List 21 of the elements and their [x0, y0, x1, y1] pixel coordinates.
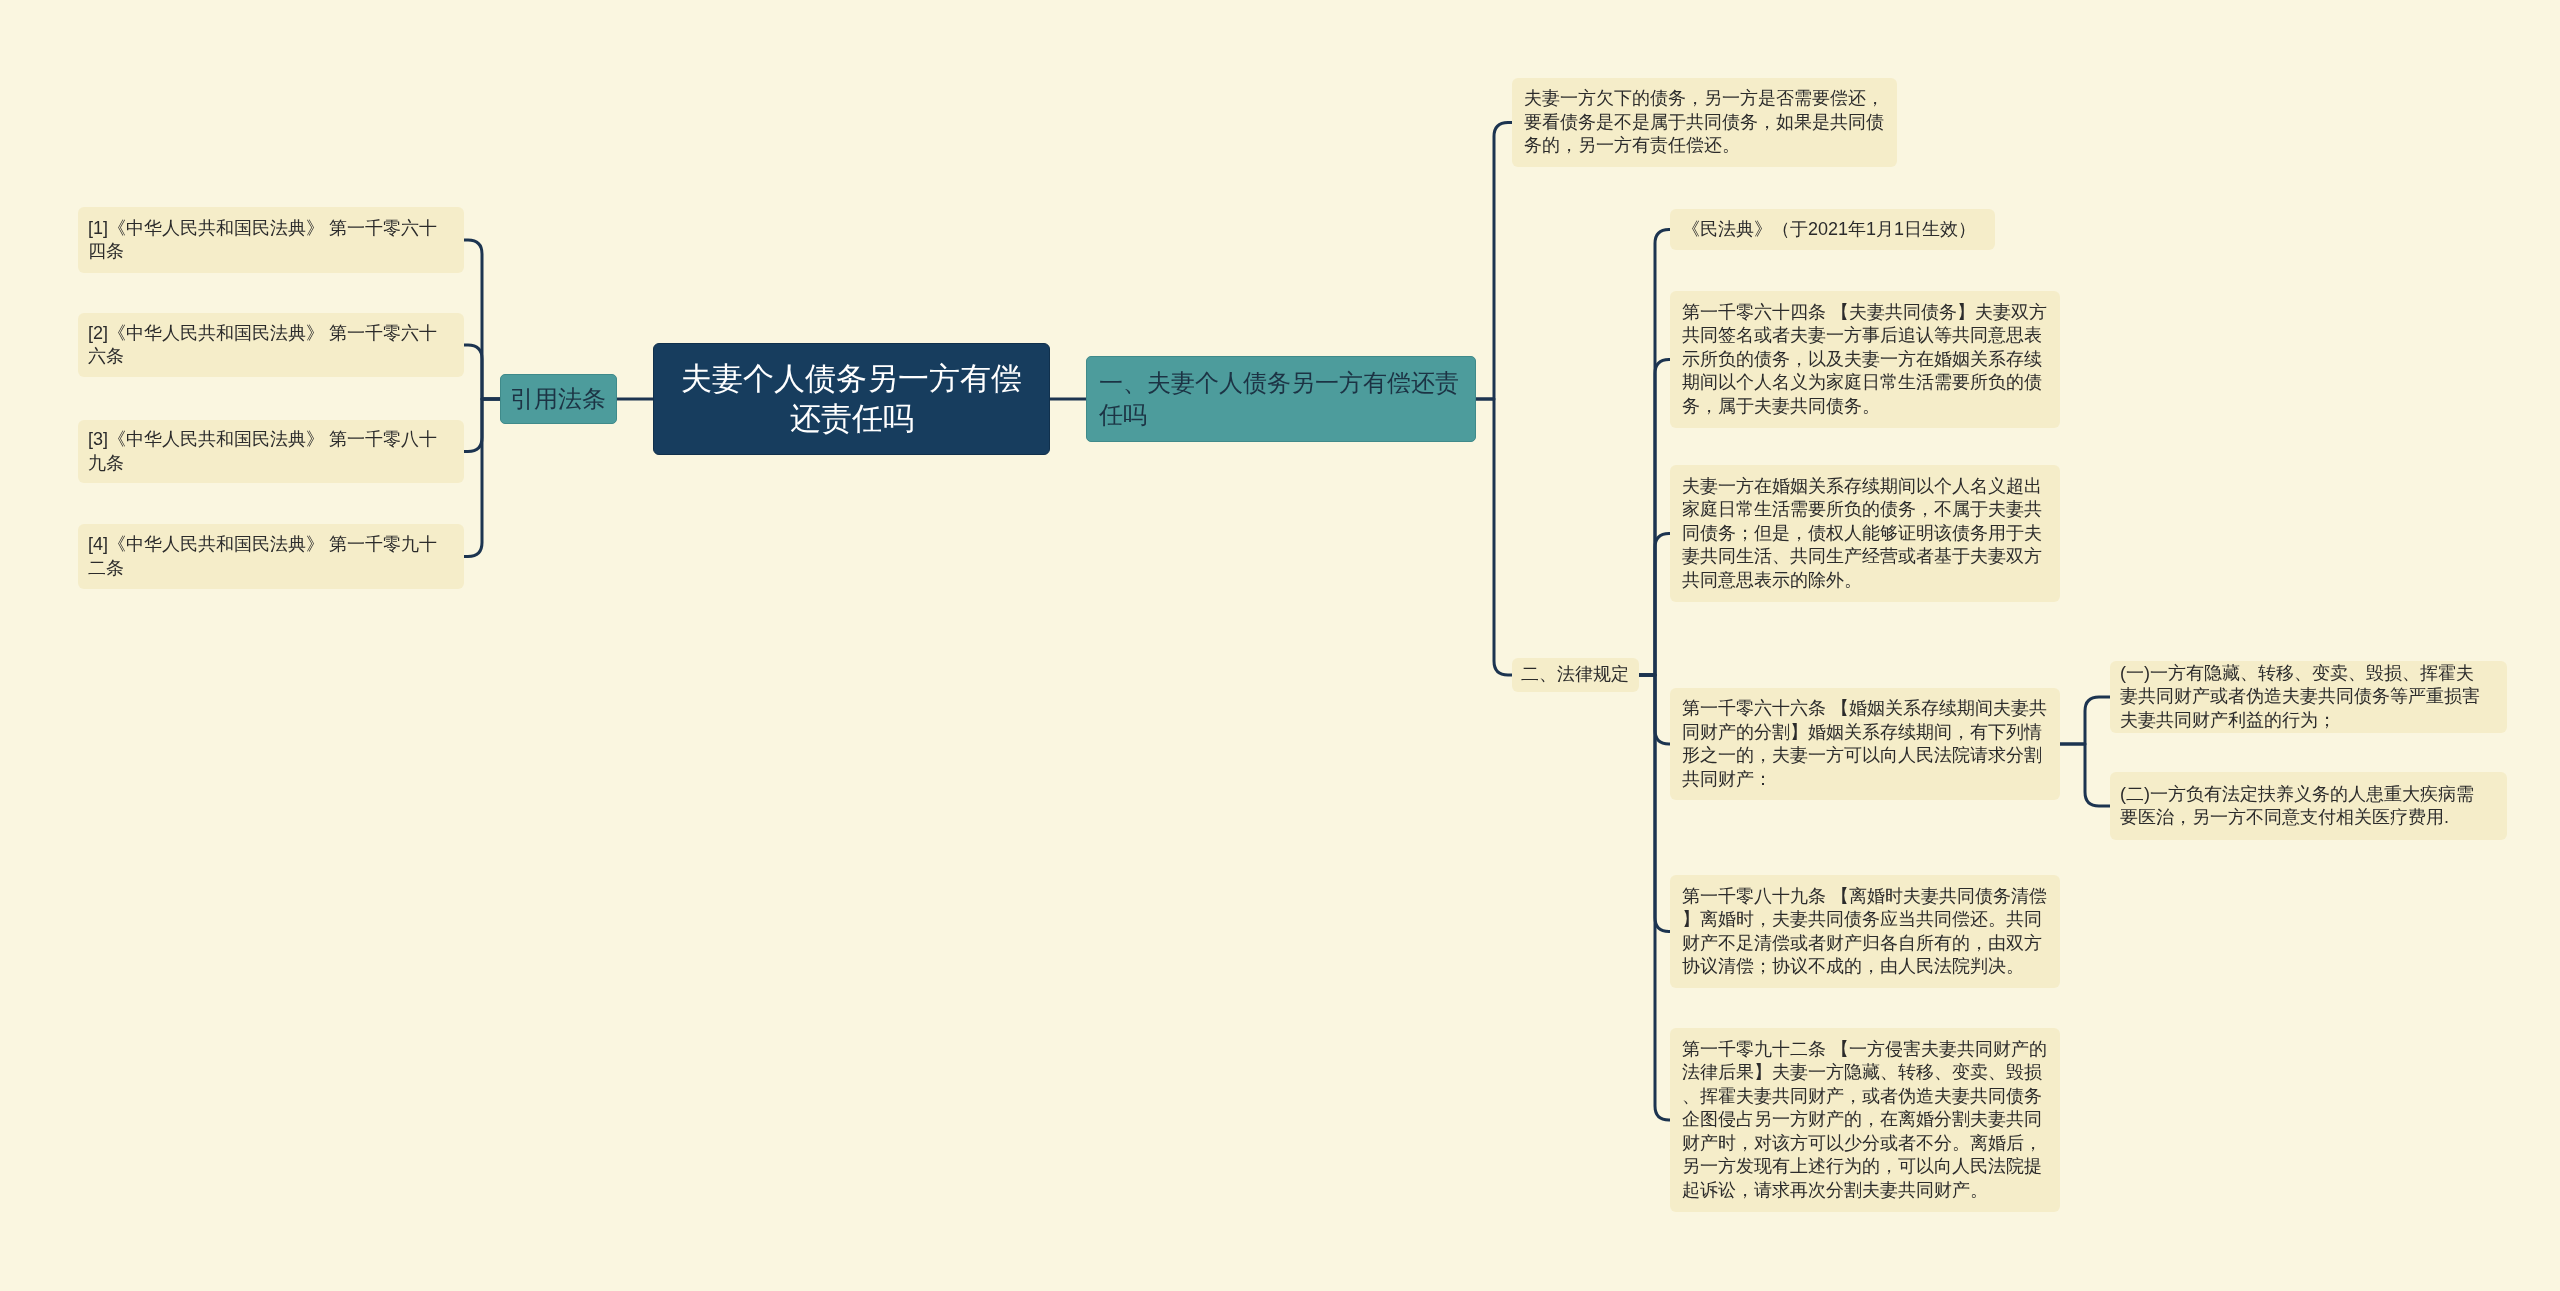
- branch-topic-box: 一、夫妻个人债务另一方有偿还责任吗: [1086, 356, 1476, 442]
- note-box: 第一千零八十九条 【离婚时夫妻共同债务清偿】离婚时，夫妻共同债务应当共同偿还。共同财产不足清偿或者财产归各自所有的，由双方协议清偿；协议不成的，由人民法院判决。: [1670, 875, 2060, 988]
- branch-topic-box: 引用法条: [500, 374, 617, 424]
- connector-line: [2060, 742, 2110, 808]
- note-box: [3]《中华人民共和国民法典》 第一千零八十九条: [78, 420, 464, 483]
- note-box: [4]《中华人民共和国民法典》 第一千零九十二条: [78, 524, 464, 589]
- note-box: [1]《中华人民共和国民法典》 第一千零六十四条: [78, 207, 464, 273]
- connector-line: [1639, 673, 1671, 1122]
- root-topic-box: 夫妻个人债务另一方有偿还责任吗: [653, 343, 1050, 455]
- note-box: (一)一方有隐藏、转移、变卖、毁损、挥霍夫妻共同财产或者伪造夫妻共同债务等严重损害夫妻共同财产利益的行为；: [2110, 661, 2507, 733]
- note-box: 第一千零六十六条 【婚姻关系存续期间夫妻共同财产的分割】婚姻关系存续期间，有下列情形之一的，夫妻一方可以向人民法院请求分割共同财产：: [1670, 688, 2060, 800]
- note-box: 第一千零六十四条 【夫妻共同债务】夫妻双方共同签名或者夫妻一方事后追认等共同意思表示所负的债务，以及夫妻一方在婚姻关系存续期间以个人名义为家庭日常生活需要所负的债务，属于夫妻共同债务。: [1670, 291, 2060, 428]
- note-box: [2]《中华人民共和国民法典》 第一千零六十六条: [78, 313, 464, 377]
- note-box: (二)一方负有法定扶养义务的人患重大疾病需要医治，另一方不同意支付相关医疗费用.: [2110, 772, 2507, 840]
- note-box: 《民法典》（于2021年1月1日生效）: [1670, 209, 1995, 250]
- connector-line: [617, 397, 653, 401]
- note-box: 夫妻一方在婚姻关系存续期间以个人名义超出家庭日常生活需要所负的债务，不属于夫妻共同债务；但是，债权人能够证明该债务用于夫妻共同生活、共同生产经营或者基于夫妻双方共同意思表示的除外。: [1670, 465, 2060, 602]
- note-box: 二、法律规定: [1512, 658, 1639, 692]
- connector-line: [1050, 397, 1086, 401]
- note-box: 第一千零九十二条 【一方侵害夫妻共同财产的法律后果】夫妻一方隐藏、转移、变卖、毁损、挥霍夫妻共同财产，或者伪造夫妻共同债务企图侵占另一方财产的，在离婚分割夫妻共同财产时，对该方可以少分或者不分。离婚后，另一方发现有上述行为的，可以向人民法院提起诉讼，请求再次分割夫妻共同财产。: [1670, 1028, 2060, 1212]
- note-box: 夫妻一方欠下的债务，另一方是否需要偿还，要看债务是不是属于共同债务，如果是共同债务的，另一方有责任偿还。: [1512, 78, 1897, 167]
